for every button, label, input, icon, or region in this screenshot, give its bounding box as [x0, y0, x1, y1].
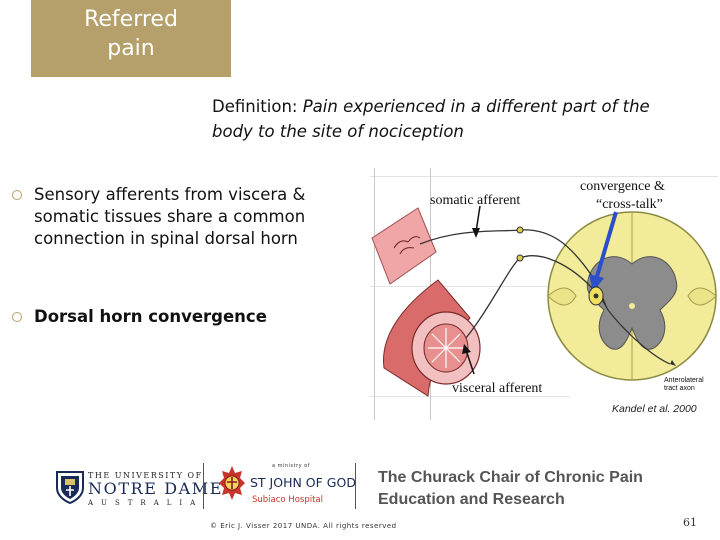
sjg-hospital: Subiaco Hospital: [252, 495, 324, 505]
spinal-cord: [547, 211, 717, 381]
sjg-ministry-text: a ministry of: [272, 463, 310, 469]
tract-axon-label: tract axon: [664, 385, 695, 392]
bullet-item: Dorsal horn convergence: [12, 306, 372, 328]
referred-pain-diagram: somatic afferent convergence & “cross-ta…: [370, 168, 718, 420]
figure-citation: Kandel et al. 2000: [612, 403, 697, 415]
crosstalk-neuron-icon: [588, 286, 604, 306]
slide-title-line-2: pain: [107, 36, 155, 61]
sjg-name: ST JOHN OF GOD: [250, 475, 356, 490]
afferent-arrows: [462, 205, 481, 375]
page-number: 61: [683, 516, 697, 529]
churack-line-1: The Churack Chair of Chronic Pain: [378, 469, 643, 486]
st-john-of-god-crest-icon: [219, 466, 245, 500]
churack-chair-title: The Churack Chair of Chronic Pain Educat…: [378, 467, 643, 511]
bullet-text: Sensory afferents from viscera & somatic…: [34, 185, 306, 248]
logo-divider: [355, 463, 356, 509]
gray-matter: [586, 256, 678, 350]
bullet-text: Dorsal horn convergence: [34, 307, 267, 326]
footer-logos: THE UNIVERSITY OF NOTRE DAME AUSTRALIA a…: [0, 455, 720, 515]
visceral-afferent-label: visceral afferent: [452, 381, 542, 396]
definition: Definition: Pain experienced in a differ…: [212, 94, 682, 144]
notre-dame-line-3: AUSTRALIA: [88, 499, 204, 507]
definition-label: Definition:: [212, 97, 298, 116]
bullet-list: Sensory afferents from viscera & somatic…: [12, 184, 372, 328]
somatic-afferent-label: somatic afferent: [430, 193, 520, 208]
notre-dame-crest-icon: [56, 471, 84, 504]
visceral-afferent-pathway: [383, 254, 609, 397]
bullet-circle-icon: [12, 312, 22, 322]
bullet-item: Sensory afferents from viscera & somatic…: [12, 184, 372, 250]
churack-line-2: Education and Research: [378, 491, 565, 508]
copyright-notice: © Eric J. Visser 2017 UNDA. All rights r…: [210, 522, 397, 530]
skin-patch-icon: [371, 207, 437, 285]
slide-title: Referred pain: [31, 0, 231, 77]
notre-dame-line-1: THE UNIVERSITY OF: [88, 471, 203, 480]
crosstalk-label: “cross-talk”: [596, 197, 663, 212]
logo-divider: [203, 463, 204, 509]
slide-title-line-1: Referred: [84, 7, 178, 32]
bullet-circle-icon: [12, 190, 22, 200]
definition-text: Pain experienced in a different part of …: [212, 97, 650, 141]
anterolateral-tract: [607, 309, 676, 366]
anterolateral-label: Anterolateral: [664, 377, 704, 384]
notre-dame-line-2: NOTRE DAME: [88, 479, 224, 498]
convergence-label: convergence &: [580, 179, 665, 194]
